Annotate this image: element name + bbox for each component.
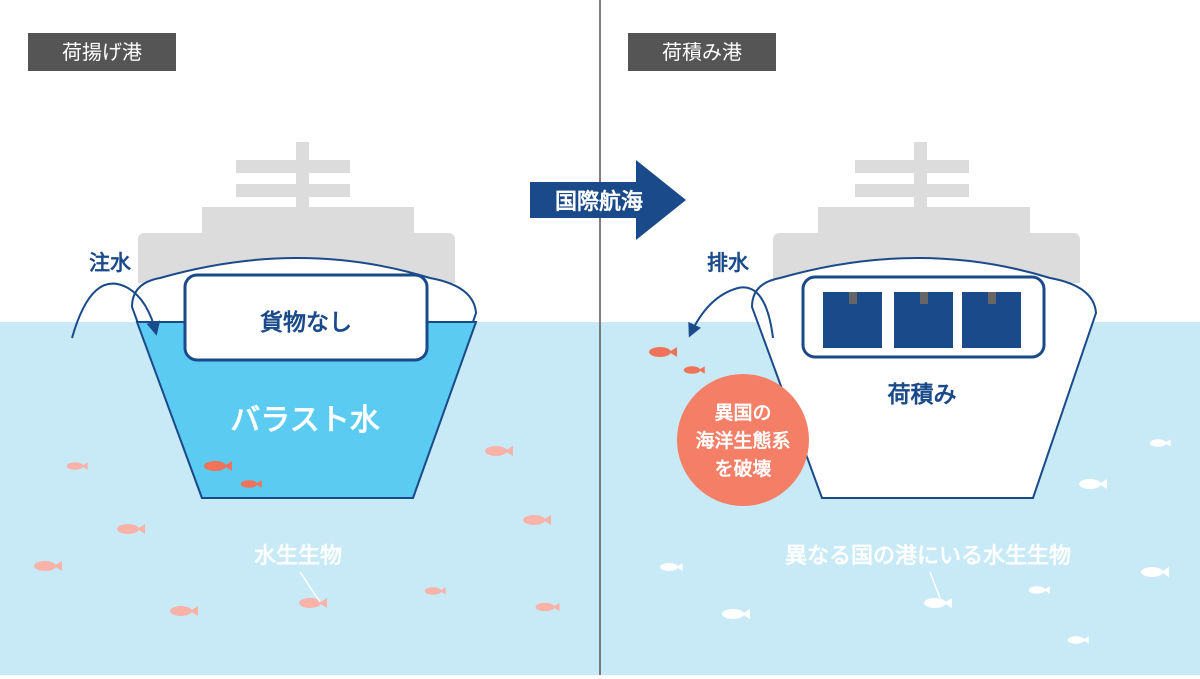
- left-cargo-label: 貨物なし: [260, 309, 352, 336]
- ballast-water-label: バラスト水: [230, 403, 380, 438]
- organisms-pointer-line: [299, 571, 321, 603]
- warning-line-2: 海洋生態系: [695, 429, 790, 452]
- discharge-label: 排水: [707, 251, 750, 275]
- unloading-port-label: 荷揚げ港: [28, 33, 176, 71]
- ecosystem-warning: 異国の 海洋生態系 を破壊: [677, 374, 809, 506]
- right-organisms-label: 異なる国の港にいる水生生物: [785, 543, 1071, 569]
- left-organisms-label: 水生生物: [254, 543, 342, 569]
- left-cargo-hold: [183, 273, 429, 362]
- intake-label: 注水: [89, 251, 132, 275]
- organisms-pointer-line: [929, 571, 941, 599]
- right-ship: 荷積み: [750, 142, 1098, 499]
- discharge-arrow: [688, 286, 774, 339]
- warning-line-1: 異国の: [714, 402, 771, 424]
- voyage-arrow: 国際航海: [530, 160, 686, 240]
- voyage-label: 国際航海: [555, 189, 643, 215]
- intake-arrow: [71, 282, 161, 339]
- right-cargo-label: 荷積み: [888, 382, 957, 408]
- loading-port-label: 荷積み港: [628, 33, 776, 71]
- warning-line-3: を破壊: [714, 458, 772, 480]
- cargo-boxes: [823, 292, 1021, 348]
- left-ship: 貨物なし バラスト水: [130, 142, 478, 499]
